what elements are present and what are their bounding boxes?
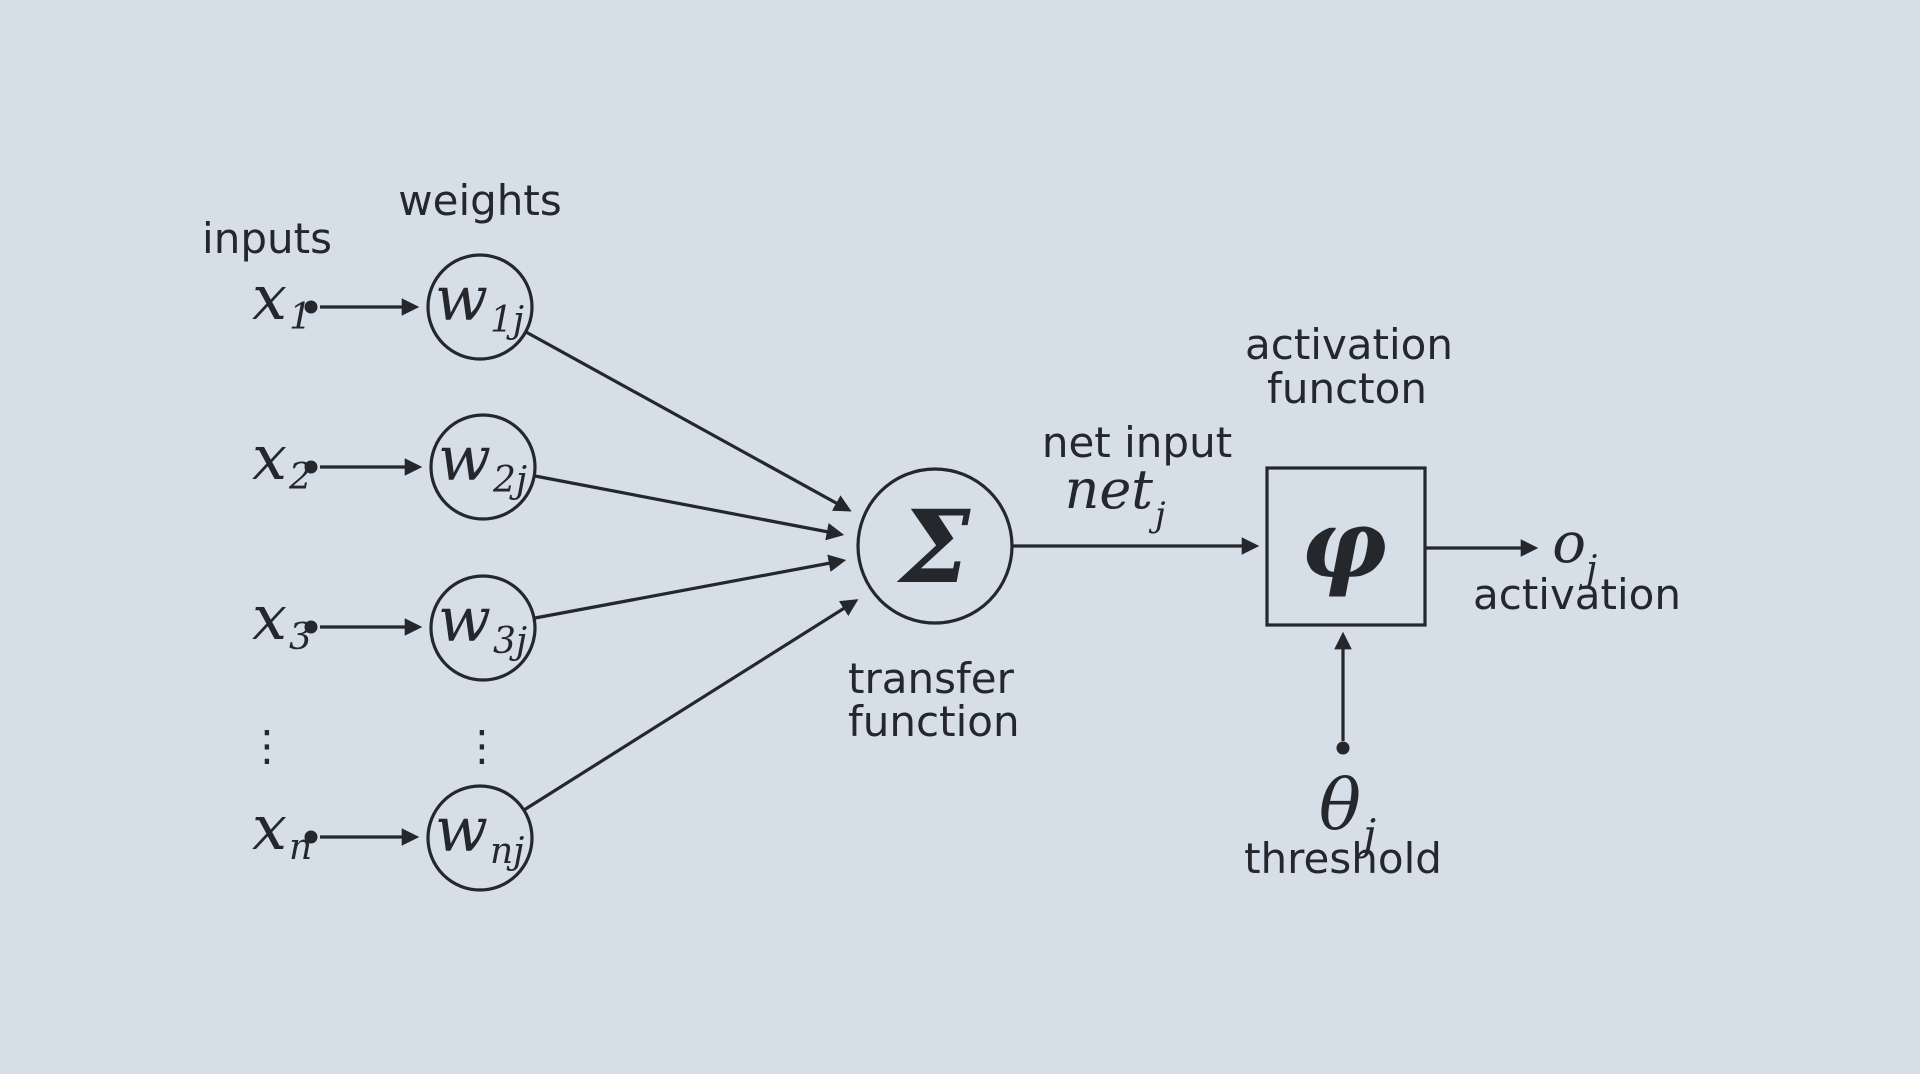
input-dot-x3: [304, 620, 318, 634]
output-activation-label: activation: [1473, 570, 1681, 619]
input-labels: x 1 x 2 x 3 x n: [252, 261, 312, 868]
weight-w1j-subscript: 1j: [490, 300, 524, 341]
net-symbol: net: [1065, 458, 1154, 521]
input-dot-x2: [304, 460, 318, 474]
arrow-w2j-to-sum: [534, 474, 845, 541]
ellipsis-inputs: ⋮: [246, 721, 288, 770]
weight-w1j-label: w: [435, 262, 488, 335]
transfer-function-label-line1: transfer: [848, 654, 1015, 703]
input-x2-label: x: [252, 421, 287, 494]
weight-node-w2j: [429, 413, 537, 521]
arrow-w3j-to-sum: [534, 554, 847, 620]
weight-node-w1j: [426, 253, 534, 361]
weight-node-w3j: [429, 574, 537, 682]
weights-label: weights: [398, 176, 562, 225]
activation-function-label-line1: activation: [1245, 320, 1453, 369]
input-x1-label: x: [252, 261, 287, 334]
weight-node-wnj: [426, 784, 534, 892]
inputs-label: inputs: [202, 214, 332, 263]
weight-w3j-label: w: [438, 583, 491, 656]
ellipsis-weights: ⋮: [461, 721, 503, 770]
threshold-label: threshold: [1244, 834, 1442, 883]
input-xn-label: x: [252, 791, 287, 864]
weight-wnj-label: w: [435, 793, 488, 866]
weight-labels: w 1j w 2j w 3j w nj: [435, 262, 527, 872]
threshold-dot: [1336, 741, 1350, 755]
weight-wnj-subscript: nj: [490, 831, 524, 872]
activation-function-label-line2: functon: [1267, 364, 1427, 413]
input-dot-xn: [304, 830, 318, 844]
sigma-symbol: Σ: [897, 488, 972, 606]
phi-symbol: φ: [1301, 489, 1387, 600]
arrow-wnj-to-sum: [523, 599, 859, 812]
input-x3-label: x: [252, 581, 287, 654]
net-input-label: net input: [1042, 418, 1232, 467]
theta-symbol: θ: [1319, 764, 1361, 846]
arrow-w1j-to-sum: [525, 330, 852, 512]
transfer-function-label-line2: function: [848, 697, 1020, 746]
weight-w3j-subscript: 3j: [493, 621, 527, 662]
weight-w2j-label: w: [438, 422, 491, 495]
weight-w2j-subscript: 2j: [492, 460, 527, 501]
input-dot-x1: [304, 300, 318, 314]
output-symbol: o: [1552, 511, 1586, 576]
